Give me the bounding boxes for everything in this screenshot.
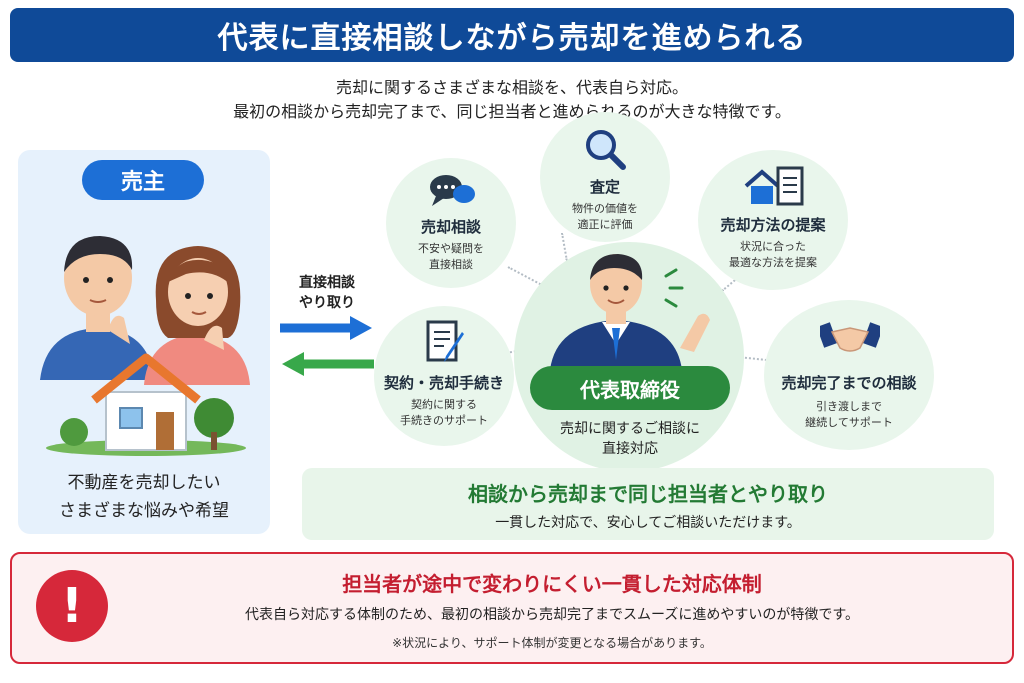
contract-pen-icon [426,320,464,362]
step-desc-line-1: 状況に合った [740,240,806,253]
step-desc-line-1: 契約に関する [411,398,477,411]
house-document-icon [744,166,804,206]
notice-footnote: ※状況により、サポート体制が変更となる場合があります。 [392,636,712,650]
executive-label: 代表取締役 [530,366,730,410]
step-desc-line-2: 直接相談 [429,258,473,271]
intro-line-1: 売却に関するさまざまな相談を、代表自ら対応。 [335,78,688,97]
consistency-banner: 相談から売却まで同じ担当者とやり取り 一貫した対応で、安心してご相談いただけます… [302,468,994,540]
step-title: 契約・売却手続き [383,374,504,392]
banner-subtitle: 一貫した対応で、安心してご相談いただけます。 [495,515,801,531]
seller-panel: 売主 [18,150,270,534]
step-title: 売却方法の提案 [720,216,826,234]
step-circle-consultation: 売却相談 不安や疑問を 直接相談 [386,158,516,288]
left-arrow-icon [282,352,304,376]
step-desc-line-2: 継続してサポート [805,416,893,429]
seller-desc-line-2: さまざまな悩みや希望 [59,501,229,521]
seller-desc-line-1: 不動産を売却したい [67,473,221,493]
step-title: 査定 [589,178,620,196]
page-title-bar: 代表に直接相談しながら売却を進められる [10,8,1014,62]
notice-title: 担当者が途中で変わりにくい一貫した対応体制 [342,572,762,596]
banner-title: 相談から売却まで同じ担当者とやり取り [468,482,828,506]
executive-desc-line-2: 直接対応 [602,441,658,457]
step-circle-completion: 売却完了までの相談 引き渡しまで 継続してサポート [764,300,934,450]
step-desc-line-1: 物件の価値を [572,202,638,215]
intro-line-2: 最初の相談から売却完了まで、同じ担当者と進められるのが大きな特徴です。 [233,102,791,121]
house-illustration [46,353,246,456]
step-desc-line-2: 適正に評価 [577,218,633,231]
arrow-label-2: やり取り [299,295,355,311]
right-arrow-icon [350,316,372,340]
handshake-icon [820,322,880,352]
man-illustration [40,236,154,380]
step-desc-line-2: 最適な方法を提案 [729,256,817,269]
page-title: 代表に直接相談しながら売却を進められる [217,21,807,56]
seller-couple-house-illustration [40,236,250,456]
step-title: 売却相談 [420,218,481,236]
seller-label: 売主 [82,160,204,200]
step-desc-line-2: 手続きのサポート [400,414,488,427]
notice-box: ! 担当者が途中で変わりにくい一貫した対応体制 代表自ら対応する体制のため、最初… [10,552,1014,664]
magnifier-icon [586,130,626,170]
step-circle-appraisal: 査定 物件の価値を 適正に評価 [540,112,670,242]
chat-icon [430,175,475,206]
step-desc-line-1: 不安や疑問を [418,242,484,255]
notice-text: 代表自ら対応する体制のため、最初の相談から売却完了までスムーズに進めやすいのが特… [245,607,859,623]
two-way-arrows [280,316,374,376]
arrow-label-1: 直接相談 [299,275,355,291]
step-circle-contract: 契約・売却手続き 契約に関する 手続きのサポート [374,306,514,446]
exclamation-icon: ! [36,570,108,642]
step-desc-line-1: 引き渡しまで [816,400,882,413]
step-circle-proposal: 売却方法の提案 状況に合った 最適な方法を提案 [698,150,848,290]
executive-desc-line-1: 売却に関するご相談に [560,421,700,437]
executive-illustration [550,254,710,370]
step-title: 売却完了までの相談 [781,374,917,392]
